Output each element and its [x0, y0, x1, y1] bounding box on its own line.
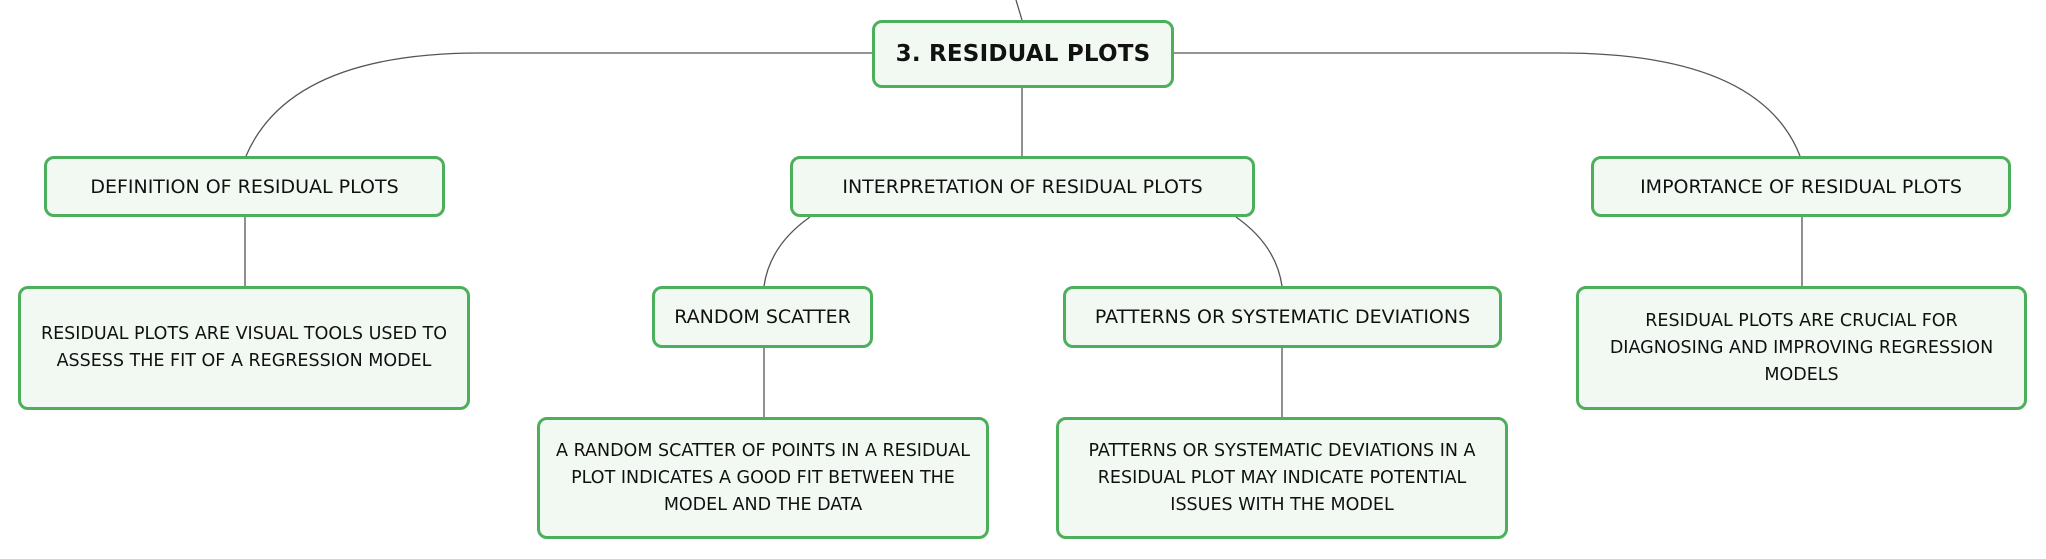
random-scatter-detail-node[interactable]: A RANDOM SCATTER OF POINTS IN A RESIDUAL… [537, 417, 989, 539]
definition-node-label: DEFINITION OF RESIDUAL PLOTS [90, 175, 399, 198]
patterns-detail-text: PATTERNS OR SYSTEMATIC DEVIATIONS IN A R… [1088, 440, 1476, 515]
random-scatter-detail-text: A RANDOM SCATTER OF POINTS IN A RESIDUAL… [556, 440, 970, 515]
importance-node[interactable]: IMPORTANCE OF RESIDUAL PLOTS [1591, 156, 2011, 217]
random-scatter-node[interactable]: RANDOM SCATTER [652, 286, 873, 348]
importance-node-label: IMPORTANCE OF RESIDUAL PLOTS [1640, 175, 1962, 198]
interpretation-node-label: INTERPRETATION OF RESIDUAL PLOTS [842, 175, 1203, 198]
patterns-node[interactable]: PATTERNS OR SYSTEMATIC DEVIATIONS [1063, 286, 1502, 348]
definition-node[interactable]: DEFINITION OF RESIDUAL PLOTS [44, 156, 445, 217]
interpretation-node[interactable]: INTERPRETATION OF RESIDUAL PLOTS [790, 156, 1255, 217]
root-node[interactable]: 3. RESIDUAL PLOTS [872, 20, 1174, 88]
connector-interpretation-to-random-scatter [763, 216, 811, 287]
connector-parent-to-root [1015, 0, 1023, 21]
connector-root-to-definition [245, 52, 872, 157]
random-scatter-node-label: RANDOM SCATTER [674, 306, 851, 328]
patterns-detail-node[interactable]: PATTERNS OR SYSTEMATIC DEVIATIONS IN A R… [1056, 417, 1508, 539]
definition-detail-node[interactable]: RESIDUAL PLOTS ARE VISUAL TOOLS USED TO … [18, 286, 470, 410]
patterns-node-label: PATTERNS OR SYSTEMATIC DEVIATIONS [1094, 306, 1471, 328]
importance-detail-node[interactable]: RESIDUAL PLOTS ARE CRUCIAL FOR DIAGNOSIN… [1576, 286, 2027, 410]
root-node-label: 3. RESIDUAL PLOTS [895, 41, 1151, 67]
connector-interpretation-to-patterns [1235, 216, 1283, 287]
importance-detail-text: RESIDUAL PLOTS ARE CRUCIAL FOR DIAGNOSIN… [1609, 310, 1994, 385]
connector-root-to-importance [1174, 52, 1801, 157]
definition-detail-text: RESIDUAL PLOTS ARE VISUAL TOOLS USED TO … [40, 324, 448, 371]
